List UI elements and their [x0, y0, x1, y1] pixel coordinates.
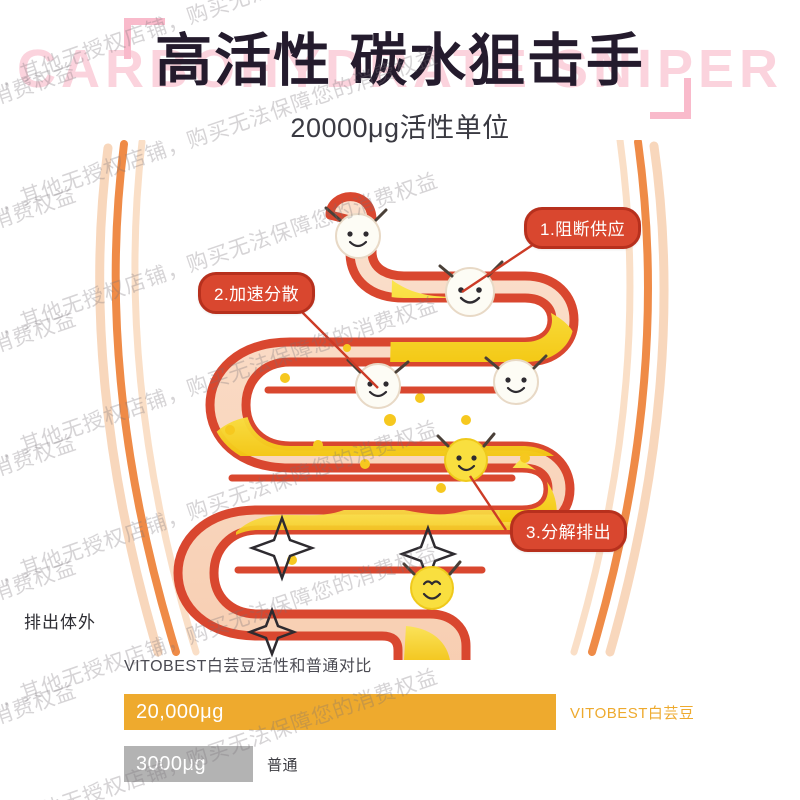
intestine-illustration [95, 140, 669, 660]
mascot-character [346, 358, 410, 409]
bar-ordinary: 3000μg [124, 746, 253, 782]
corner-bracket-top-left [124, 18, 165, 59]
page-title: 高活性 碳水狙击手 [155, 29, 645, 93]
bar-legend-vitobest: VITOBEST白芸豆 [570, 704, 695, 722]
exit-label: 排出体外 [24, 613, 96, 632]
callout-3[interactable]: 3.分解排出 [510, 510, 628, 552]
tube-inner-lines [228, 386, 534, 574]
comparison-chart: VITOBEST白芸豆活性和普通对比 20,000μg VITOBEST白芸豆 … [0, 652, 800, 782]
mascot-character [324, 206, 388, 259]
mascot-character [484, 354, 548, 405]
intestine-tube [173, 192, 579, 660]
callout-leader-lines [287, 239, 541, 531]
chart-row-ordinary: 3000μg 普通 [124, 746, 800, 782]
mascot-character [436, 432, 496, 482]
callout-2[interactable]: 2.加速分散 [198, 272, 316, 314]
bar-legend-ordinary: 普通 [267, 756, 299, 774]
corner-bracket-bottom-right [650, 78, 691, 119]
header: CARBOHYDRATE SNIPER 高活性 碳水狙击手 20000μg活性单… [0, 29, 800, 145]
bar-value-vitobest: 20,000μg [136, 700, 224, 723]
mascot-character [402, 560, 462, 610]
chart-row-vitobest: 20,000μg VITOBEST白芸豆 [124, 694, 800, 730]
chart-title: VITOBEST白芸豆活性和普通对比 [124, 658, 372, 675]
ghost-title-text: CARBOHYDRATE SNIPER [16, 39, 784, 99]
exit-label-wrap: 排出体外 [0, 608, 800, 633]
body-outline-curves-right [570, 140, 669, 657]
bar-vitobest: 20,000μg [124, 694, 556, 730]
bar-value-ordinary: 3000μg [136, 752, 207, 775]
callout-1[interactable]: 1.阻断供应 [524, 207, 642, 249]
page-subtitle: 20000μg活性单位 [290, 112, 510, 143]
